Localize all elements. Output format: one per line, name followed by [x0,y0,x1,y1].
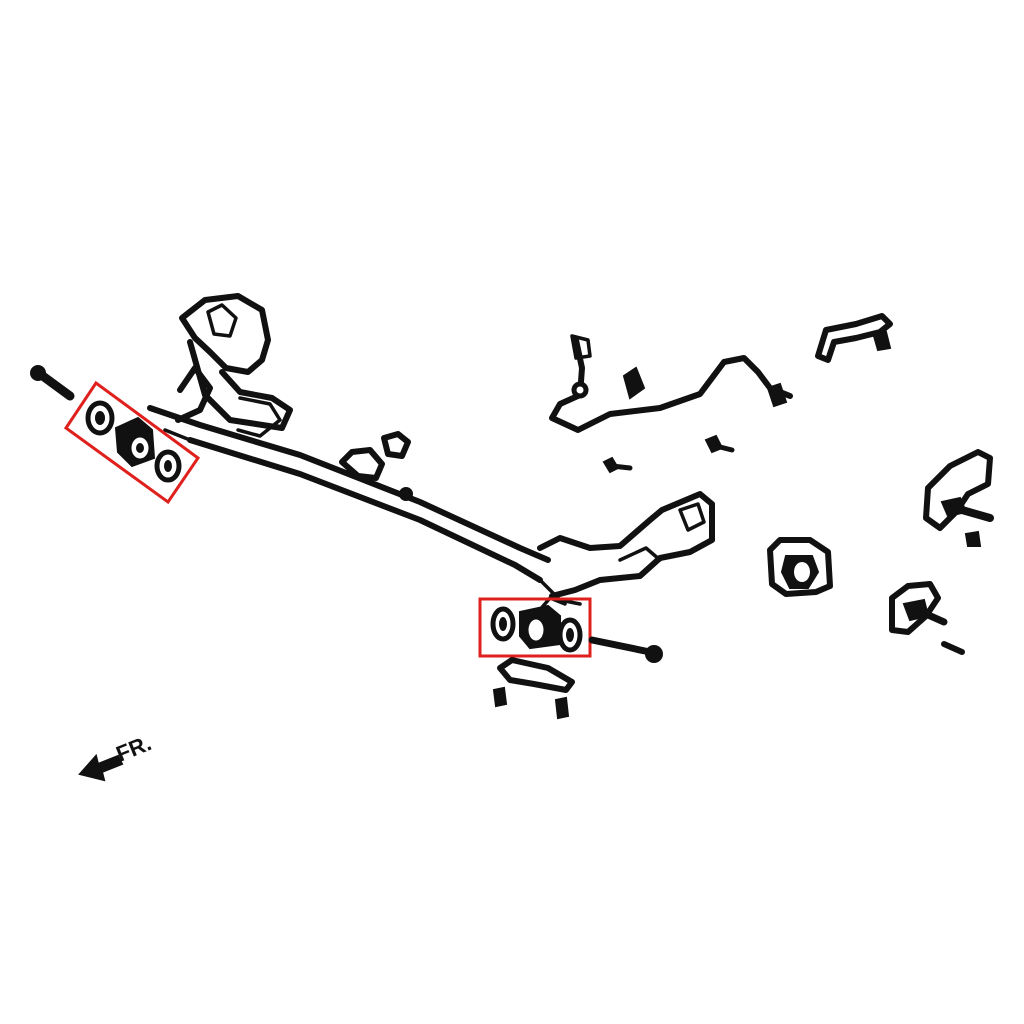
front-direction-indicator: FR. [78,730,155,782]
small-bolt-a [602,456,633,474]
left-long-bolt [30,365,75,401]
highlight-box-left [63,380,201,505]
front-direction-label: FR. [113,730,155,766]
right-mount-bracket [537,491,715,606]
knuckle-bracket [923,449,994,547]
rubber-bushing-block [767,537,833,597]
small-bolt-b [704,434,735,454]
highlight-box-right [478,597,592,658]
front-subframe-bushing-left [63,380,201,505]
rear-crossmember-beam [147,405,551,583]
stabilizer-line-assembly [549,334,793,433]
ball-joint [889,581,965,655]
right-long-bolt [588,636,663,663]
top-right-hook-bracket [815,313,893,363]
left-mount-bracket [175,293,293,438]
center-small-mount [339,431,413,501]
front-arrow-icon [78,753,124,782]
front-subframe-bushing-right [478,596,592,658]
lower-plate-bracket [492,657,575,720]
